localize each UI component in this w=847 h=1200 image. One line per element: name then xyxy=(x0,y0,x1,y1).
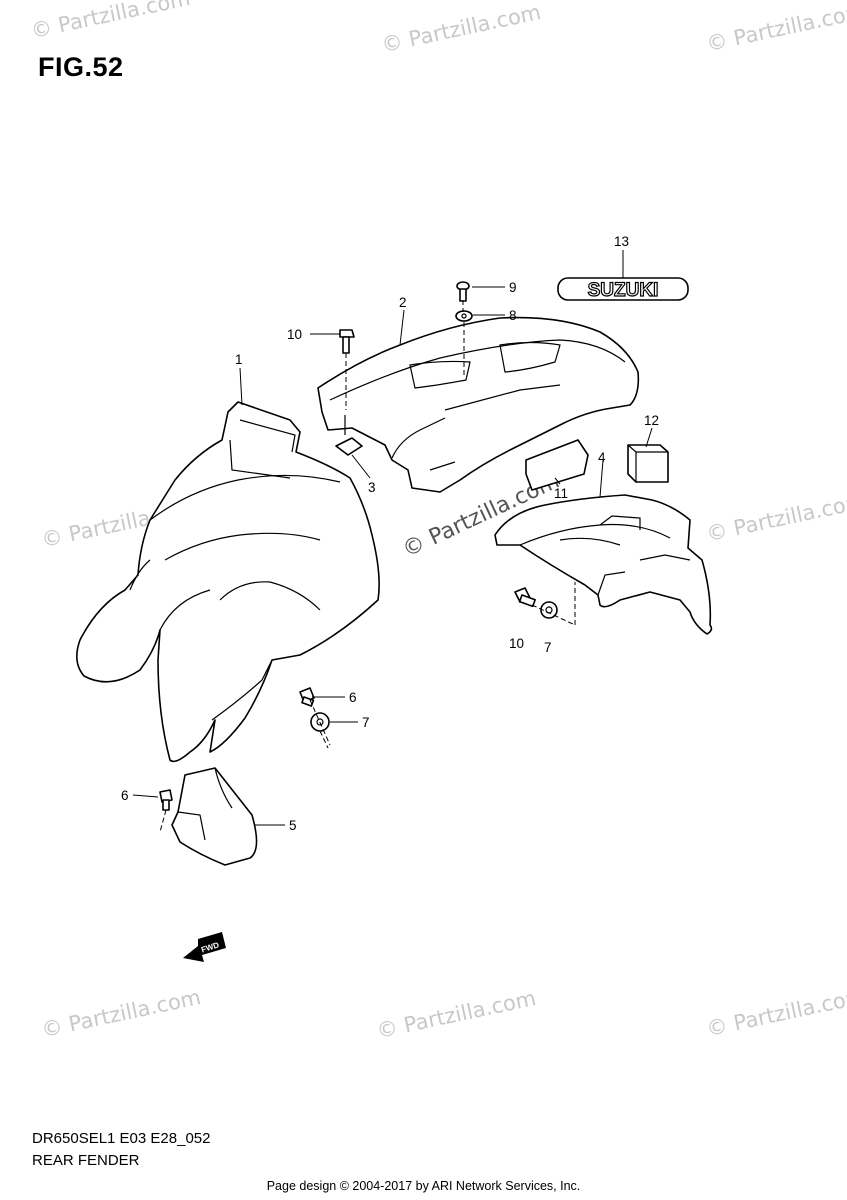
part-1-rear-fender-inner xyxy=(76,401,380,763)
part-3-clamp xyxy=(335,437,363,456)
callout-10: 10 xyxy=(287,327,302,342)
page-footer: Page design © 2004-2017 by ARI Network S… xyxy=(266,1179,581,1193)
callout-11: 11 xyxy=(554,486,568,501)
fastener-6-bolt-lower xyxy=(159,789,173,811)
watermark-text: © Partzilla.com xyxy=(375,986,539,1043)
section-name: REAR FENDER xyxy=(32,1152,140,1169)
fastener-7-nut-right xyxy=(540,601,558,619)
callout-9: 9 xyxy=(509,280,517,295)
watermark-text: © Partzilla.com xyxy=(704,984,847,1041)
callout-7: 7 xyxy=(544,640,552,655)
emblem-text: SUZUKI xyxy=(588,280,659,301)
part-11-reflector xyxy=(525,439,589,491)
callout-8: 8 xyxy=(509,308,517,323)
callout-10: 10 xyxy=(509,636,524,651)
watermark-text: © Partzilla.com xyxy=(39,985,203,1042)
fastener-8-nut xyxy=(455,310,473,322)
callout-12: 12 xyxy=(644,413,659,428)
callout-7: 7 xyxy=(362,715,370,730)
callout-3: 3 xyxy=(368,480,376,495)
callout-labels: 1 2 3 4 5 6 6 7 7 8 9 10 10 11 12 13 xyxy=(121,234,659,833)
part-13-emblem: SUZUKI xyxy=(557,277,689,302)
callout-6: 6 xyxy=(121,788,129,803)
model-code: DR650SEL1 E03 E28_052 xyxy=(32,1130,211,1147)
callout-13: 13 xyxy=(614,234,629,249)
callout-4: 4 xyxy=(598,450,606,465)
callout-6: 6 xyxy=(349,690,357,705)
fwd-direction-marker: FWD xyxy=(183,932,226,962)
watermark-text: © Partzilla.com xyxy=(379,0,543,57)
watermark-text: © Partzilla.com xyxy=(704,0,847,56)
part-2-rear-fender xyxy=(317,316,640,493)
part-4-bracket xyxy=(494,494,713,635)
fastener-10-bolt-top xyxy=(339,329,355,354)
watermark-text: © Partzilla.com xyxy=(704,489,847,546)
watermark-text: © Partzilla.com xyxy=(29,0,193,43)
fastener-9-screw xyxy=(456,281,470,302)
assembly-lines xyxy=(159,300,576,833)
callout-5: 5 xyxy=(289,818,297,833)
leader-lines xyxy=(132,250,653,826)
part-5-mud-flap xyxy=(171,767,258,866)
part-12-damper xyxy=(627,444,669,483)
callout-2: 2 xyxy=(399,295,407,310)
fastener-6-bolt-middle xyxy=(299,687,315,707)
callout-1: 1 xyxy=(235,352,243,367)
figure-title: FIG.52 xyxy=(38,52,124,82)
fastener-10-bolt-right xyxy=(514,587,536,608)
